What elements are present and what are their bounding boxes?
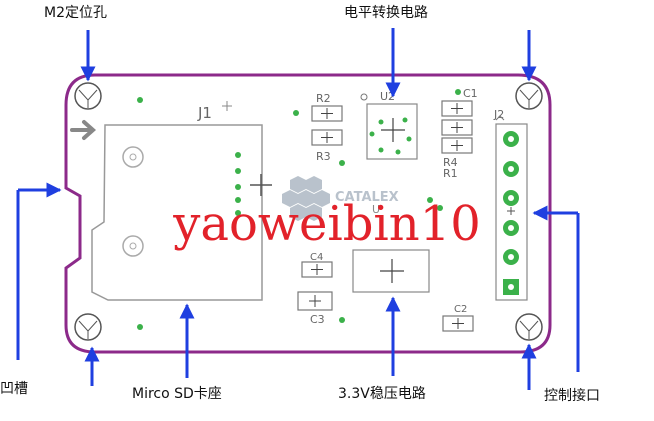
sd-slot-hole-bottom: [122, 235, 144, 257]
label-u1: U: [372, 203, 380, 216]
label-c2: C2: [454, 304, 467, 315]
catalex-text: CATALEX: [335, 190, 399, 205]
label-r3: R3: [316, 150, 331, 163]
mount-hole-bottom-right: [515, 313, 543, 341]
resistor-r2: [311, 105, 343, 122]
capacitor-c1: [441, 100, 473, 117]
label-c3: C3: [310, 313, 325, 326]
ic-u2: [366, 103, 418, 160]
sd-slot-outline: [91, 124, 263, 301]
resistor-r4: [441, 119, 473, 136]
label-c1: C1: [463, 87, 478, 100]
label-j2: J2: [493, 108, 504, 121]
capacitor-c4: [301, 261, 333, 278]
sd-slot-pins: [235, 152, 241, 216]
j1-cross: [222, 101, 232, 111]
header-j2: [495, 123, 528, 301]
label-r4: R4: [443, 156, 458, 169]
watermark-text: yaoweibin10: [173, 196, 481, 252]
regulator-u1: [352, 249, 430, 293]
mount-hole-top-left: [74, 82, 102, 110]
capacitor-c3: [297, 291, 333, 311]
pad-dot: [137, 97, 143, 103]
callout-level-shifter: 电平转换电路: [344, 5, 428, 21]
mount-hole-top-right: [515, 82, 543, 110]
pad-dot: [137, 324, 143, 330]
resistor-r3: [311, 129, 343, 146]
label-c4: C4: [310, 252, 323, 263]
label-r1: R1: [443, 167, 458, 180]
header-j2-pins: [503, 131, 519, 295]
callout-control-port: 控制接口: [544, 388, 600, 404]
mount-hole-bottom-left: [74, 313, 102, 341]
callout-m2-hole: M2定位孔: [44, 5, 107, 21]
callout-regulator: 3.3V稳压电路: [338, 386, 426, 402]
callout-sd-slot: Mirco SD卡座: [132, 386, 222, 402]
insert-direction-arrow: [70, 120, 97, 140]
callout-groove: 凹槽: [0, 381, 28, 397]
sd-slot-cross: [250, 174, 272, 196]
catalex-logo: [282, 176, 330, 221]
label-j1: J1: [197, 104, 212, 122]
resistor-r1: [441, 137, 473, 154]
capacitor-c2: [442, 315, 474, 332]
annotation-arrows: [16, 28, 580, 390]
label-r2: R2: [316, 92, 331, 105]
sd-slot-hole-top: [122, 146, 144, 168]
